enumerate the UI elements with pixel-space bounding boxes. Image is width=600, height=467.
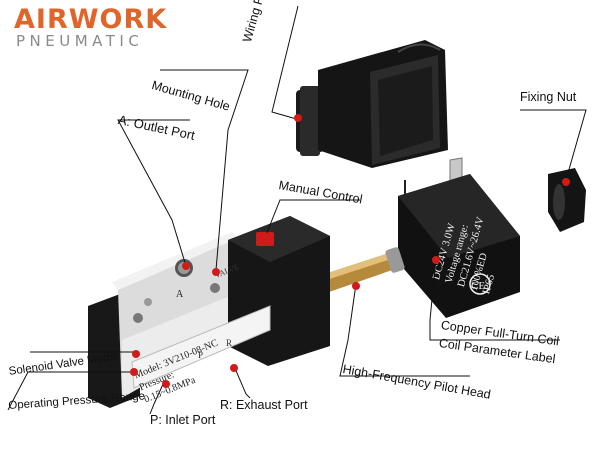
port-a-mark: A xyxy=(176,289,184,300)
coil: DC24V 3.0W Voltage range: DC21.6V~26.4V … xyxy=(398,157,520,318)
din-connector xyxy=(296,40,448,168)
leader-lines xyxy=(7,5,587,415)
label-exhaust-port: R: Exhaust Port xyxy=(220,398,308,412)
label-fixing-nut: Fixing Nut xyxy=(520,90,577,104)
callout-markers xyxy=(130,114,570,388)
brand-tagline: PNEUMATIC xyxy=(16,32,144,50)
port-r-mark: R xyxy=(226,338,232,348)
coil-ip: IP65 xyxy=(481,273,497,295)
port-p-mark: P xyxy=(198,350,203,360)
valve-body: Model: 3V210-08-NC Pressure: 0.15~0.8MPa… xyxy=(88,216,330,408)
fixing-nut xyxy=(548,168,586,232)
ce-mark: CE xyxy=(471,280,485,292)
label-inlet-port: P: Inlet Port xyxy=(150,413,216,427)
brand-name: AIRWORK xyxy=(14,4,168,35)
